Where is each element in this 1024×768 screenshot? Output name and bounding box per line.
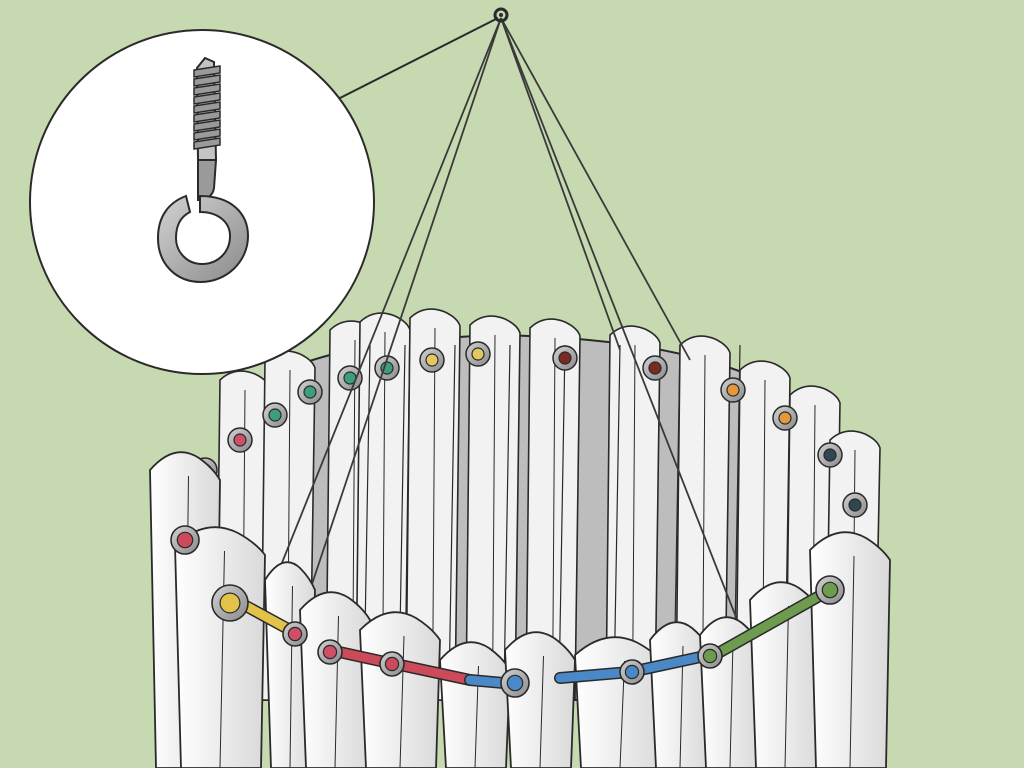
curtain-front-panel (299, 591, 371, 768)
curtain-back-panel (405, 308, 461, 701)
hanging-string (500, 17, 746, 641)
hoop-segment (287, 626, 303, 642)
curtain-back-panel (675, 335, 731, 701)
hoop-segment (384, 656, 400, 672)
hoop-segment (471, 347, 485, 361)
screw-eye-hook-icon (156, 56, 250, 284)
hanging-string (264, 17, 502, 606)
hoop-segment (648, 361, 662, 375)
screw-thread (193, 101, 221, 114)
hanging-string (500, 17, 691, 361)
pleat-line (784, 605, 789, 768)
hoop-segment (555, 667, 635, 683)
curtain-back-wall (215, 308, 881, 701)
screw-eye-ring (156, 194, 250, 284)
screw-thread (193, 74, 221, 87)
hanging-string (500, 17, 621, 351)
pleat-line (539, 655, 544, 768)
screw-thread (193, 83, 221, 96)
hoop-segment (219, 592, 241, 614)
hoop-segment (702, 648, 718, 664)
callout-line (339, 17, 499, 99)
screw-thread (193, 119, 221, 132)
hoop-segment (635, 651, 710, 675)
hoop-rings-front (170, 525, 845, 698)
curtain-front-panel (809, 531, 891, 768)
screw-thread (193, 128, 221, 141)
curtain-back-panel (525, 318, 581, 701)
hoop-segment (268, 408, 282, 422)
hoop-segment (726, 383, 740, 397)
hoop-segment (715, 585, 835, 657)
ceiling-hook-icon (493, 7, 509, 23)
curtain-front-panel (504, 631, 576, 768)
hoop-segment (176, 531, 194, 549)
hoop-segment (506, 674, 524, 692)
curtain-back-panel (605, 325, 661, 701)
hoop-segment (322, 644, 338, 660)
interior-fold-line (558, 344, 566, 691)
curtain-front-panel (174, 526, 266, 768)
pleat-line (729, 640, 734, 768)
hanging-strings (264, 17, 746, 641)
hoop-segment (233, 433, 247, 447)
pleat-line (399, 635, 405, 768)
screw-thread (193, 92, 221, 105)
hoop-segment (558, 351, 572, 365)
pleat-line (334, 615, 339, 768)
hoop-segment (395, 660, 475, 685)
screw-thread (193, 65, 221, 78)
interior-fold-line (448, 344, 456, 691)
hoop-segment (303, 385, 317, 399)
hoop-segment (823, 448, 837, 462)
interior-fold-line (613, 344, 621, 691)
hoop-segment (821, 581, 839, 599)
curtain-back-panel (465, 315, 521, 701)
hoop-segment (425, 353, 439, 367)
pleat-line (289, 585, 293, 768)
hoop-segment (848, 498, 862, 512)
inset-callout (29, 29, 375, 375)
interior-fold-line (503, 344, 511, 691)
screw-thread (193, 137, 221, 150)
pleat-line (492, 334, 496, 701)
curtain-front-panel (359, 611, 441, 768)
screw-thread (193, 110, 221, 123)
hoop-segment (624, 664, 640, 680)
curtain-back-panels (215, 308, 881, 701)
hanging-string (299, 17, 502, 621)
pleat-line (849, 555, 855, 768)
hoop-segment (778, 411, 792, 425)
curtain-front-panel (439, 641, 511, 768)
